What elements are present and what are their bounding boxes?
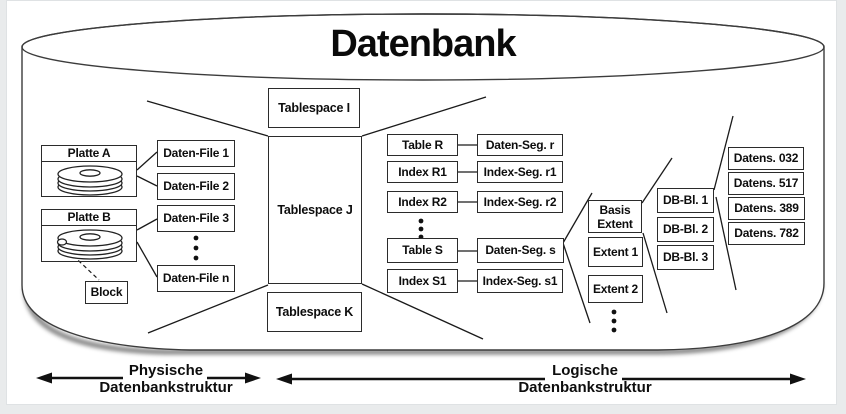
disk-a-box: Platte A — [41, 145, 137, 197]
index-s1-box: Index S1 — [387, 269, 458, 293]
tablespace-k-box: Tablespace K — [267, 292, 362, 332]
fan-line — [641, 157, 673, 204]
connector-line — [136, 241, 158, 278]
index-r2-box: Index R2 — [387, 191, 458, 213]
connector-line — [136, 151, 158, 171]
fan-line — [146, 100, 269, 137]
fan-line — [147, 284, 269, 334]
legend-physical-line1: Physische — [128, 362, 204, 379]
disk-b-box: Platte B — [41, 209, 137, 262]
legend-physical-line2: Datenbankstruktur — [99, 379, 233, 396]
connector-line — [136, 175, 158, 187]
basis-extent-box: Basis Extent — [588, 200, 642, 233]
fan-line — [713, 115, 734, 191]
block-marker-dot — [56, 238, 68, 246]
table-r-box: Table R — [387, 134, 458, 156]
physical-arrow — [36, 372, 261, 384]
connector-line — [136, 218, 158, 231]
daten-file-2-box: Daten-File 2 — [157, 173, 235, 200]
disk-icon — [56, 229, 123, 260]
legend-logical-line2: Datenbankstruktur — [518, 379, 652, 396]
extent-2-box: Extent 2 — [588, 275, 643, 303]
fan-line — [361, 96, 487, 137]
daten-file-n-box: Daten-File n — [157, 265, 235, 292]
index-r1-box: Index R1 — [387, 161, 458, 183]
fan-lines — [146, 96, 737, 340]
cylinder-top-ellipse — [21, 13, 825, 81]
daten-seg-r-box: Daten-Seg. r — [477, 134, 563, 156]
record-389-box: Datens. 389 — [728, 197, 805, 220]
record-032-box: Datens. 032 — [728, 147, 804, 170]
extent-1-box: Extent 1 — [588, 237, 643, 267]
fan-line — [361, 283, 484, 340]
fan-line — [562, 242, 591, 324]
legend-logical-line1: Logische — [552, 362, 618, 379]
fan-line — [642, 232, 668, 314]
tablespace-i-box: Tablespace I — [268, 88, 360, 128]
table-s-box: Table S — [387, 238, 458, 263]
index-seg-r1-box: Index-Seg. r1 — [477, 161, 563, 183]
record-782-box: Datens. 782 — [728, 222, 805, 245]
legend-physical: Physische Datenbankstruktur — [95, 362, 237, 396]
db-block-2-box: DB-Bl. 2 — [657, 217, 714, 242]
page-title: Datenbank — [330, 23, 516, 65]
disk-icon — [57, 165, 123, 196]
db-block-3-box: DB-Bl. 3 — [657, 245, 714, 270]
disk-a-label: Platte A — [42, 146, 136, 162]
db-block-1-box: DB-Bl. 1 — [657, 188, 714, 213]
index-seg-r2-box: Index-Seg. r2 — [477, 191, 563, 213]
logical-arrow — [276, 373, 806, 385]
disk-b-label: Platte B — [42, 210, 136, 226]
daten-seg-s-box: Daten-Seg. s — [477, 238, 564, 263]
index-seg-s1-box: Index-Seg. s1 — [477, 269, 563, 293]
tablespace-j-box: Tablespace J — [268, 136, 362, 284]
block-box: Block — [85, 281, 128, 304]
fan-line — [715, 196, 737, 291]
connector-lines — [136, 144, 477, 282]
record-517-box: Datens. 517 — [728, 172, 804, 195]
daten-file-1-box: Daten-File 1 — [157, 140, 235, 167]
fan-line — [562, 192, 593, 244]
legend-logical: Logische Datenbankstruktur — [500, 362, 670, 396]
daten-file-3-box: Daten-File 3 — [157, 205, 235, 232]
